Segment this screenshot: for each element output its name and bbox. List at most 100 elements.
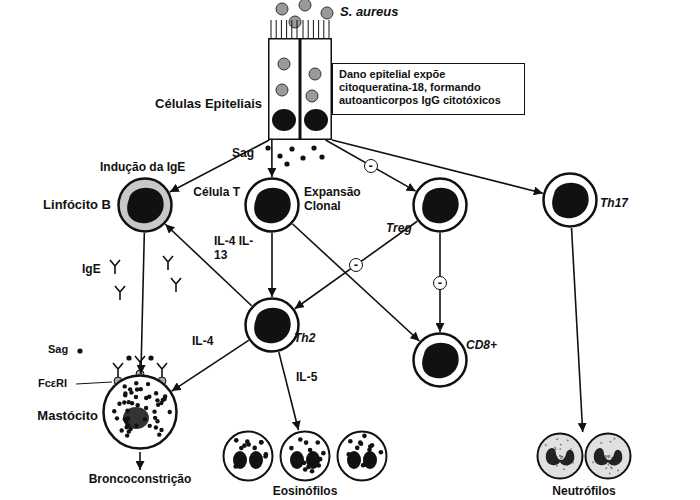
cilium (276, 20, 277, 38)
ige-symbol (163, 256, 173, 270)
bacteria (276, 0, 333, 28)
granule (379, 450, 384, 455)
granule (304, 440, 309, 445)
cilium (303, 20, 304, 38)
granule (146, 382, 150, 386)
granule (351, 453, 356, 458)
node-label: Th2 (294, 331, 330, 345)
granule (125, 409, 129, 413)
granule (289, 446, 294, 451)
eosinophil (281, 432, 330, 481)
cilium (308, 20, 309, 38)
sag-dot (284, 161, 289, 166)
sag-dot (300, 155, 305, 160)
granule (168, 410, 172, 414)
stipple (562, 456, 564, 458)
granule (148, 424, 152, 428)
granule (123, 393, 127, 397)
granule (124, 419, 128, 423)
cell-shape (542, 172, 598, 228)
granule (355, 446, 360, 451)
granule (159, 428, 163, 432)
receptor-label: FcεRI (38, 377, 78, 390)
cell-shape (412, 332, 468, 388)
sag-dot (277, 153, 282, 158)
cell-membrane (414, 179, 467, 232)
expansion-arrow (271, 233, 273, 297)
node-label: Eosinófilos (222, 484, 388, 498)
sag-dot (289, 146, 294, 151)
cytokine-arrow (172, 340, 249, 391)
cell-shape (117, 177, 173, 233)
nucleus-lobe (290, 451, 304, 469)
stipple (556, 465, 558, 467)
sag-dot (126, 355, 131, 360)
cell-shape (102, 374, 178, 450)
granule (125, 425, 129, 429)
cell-shape (244, 297, 300, 353)
granule (315, 440, 320, 445)
granule (115, 416, 119, 420)
cell-membrane (414, 334, 467, 387)
bacterium (276, 84, 288, 96)
cell-shape (536, 432, 632, 480)
granule (128, 427, 132, 431)
nucleus (123, 407, 149, 429)
sag-dot (265, 145, 270, 150)
cilium (281, 20, 282, 38)
cell-membrane (104, 376, 177, 449)
superantigen-dots (265, 145, 324, 166)
nucleus (546, 448, 575, 466)
granule (155, 419, 159, 423)
stipple (614, 438, 616, 440)
granule (117, 402, 121, 406)
stipple (555, 448, 557, 450)
th2-cell: Th2 (244, 297, 300, 353)
treg-cell: Treg (412, 177, 468, 233)
stipple (607, 464, 609, 466)
expansion-arrow (293, 224, 420, 341)
node-label: Mastócito (2, 408, 98, 423)
granule (259, 440, 264, 445)
cell-shape (222, 430, 388, 482)
cilium (318, 20, 319, 38)
inhibition-sign: - (364, 159, 378, 173)
granule (156, 403, 160, 407)
granule (348, 439, 353, 444)
stipple (607, 455, 609, 457)
granule (123, 384, 127, 388)
stipple (570, 448, 572, 450)
granule (154, 391, 158, 395)
ige-antibodies (110, 256, 181, 300)
stipple (560, 457, 562, 459)
granule (154, 425, 158, 429)
granule (233, 464, 238, 469)
granule (259, 440, 264, 445)
bacterium (306, 90, 318, 102)
stipple (606, 456, 608, 458)
granule (367, 447, 372, 452)
edge-label: IL-5 (296, 370, 336, 384)
stipple (559, 448, 561, 450)
note-box: Dano epitelial expõe citoqueratina-18, f… (332, 63, 525, 115)
node-label: Treg (386, 221, 426, 235)
inhibition-arrow (295, 221, 417, 308)
stipple (609, 473, 611, 475)
cell-membrane (246, 299, 299, 352)
ige-symbol (171, 278, 181, 292)
nucleus (422, 188, 459, 224)
activation-arrow (332, 140, 543, 193)
eosinophil (224, 432, 273, 481)
granule (302, 461, 307, 466)
cilium (323, 20, 324, 38)
granule (321, 451, 326, 456)
granule (134, 424, 138, 428)
stipple (617, 469, 619, 471)
stipple (600, 442, 602, 444)
cilium (286, 20, 287, 38)
granule (155, 398, 159, 402)
granule (234, 438, 239, 443)
nucleus (272, 109, 296, 131)
